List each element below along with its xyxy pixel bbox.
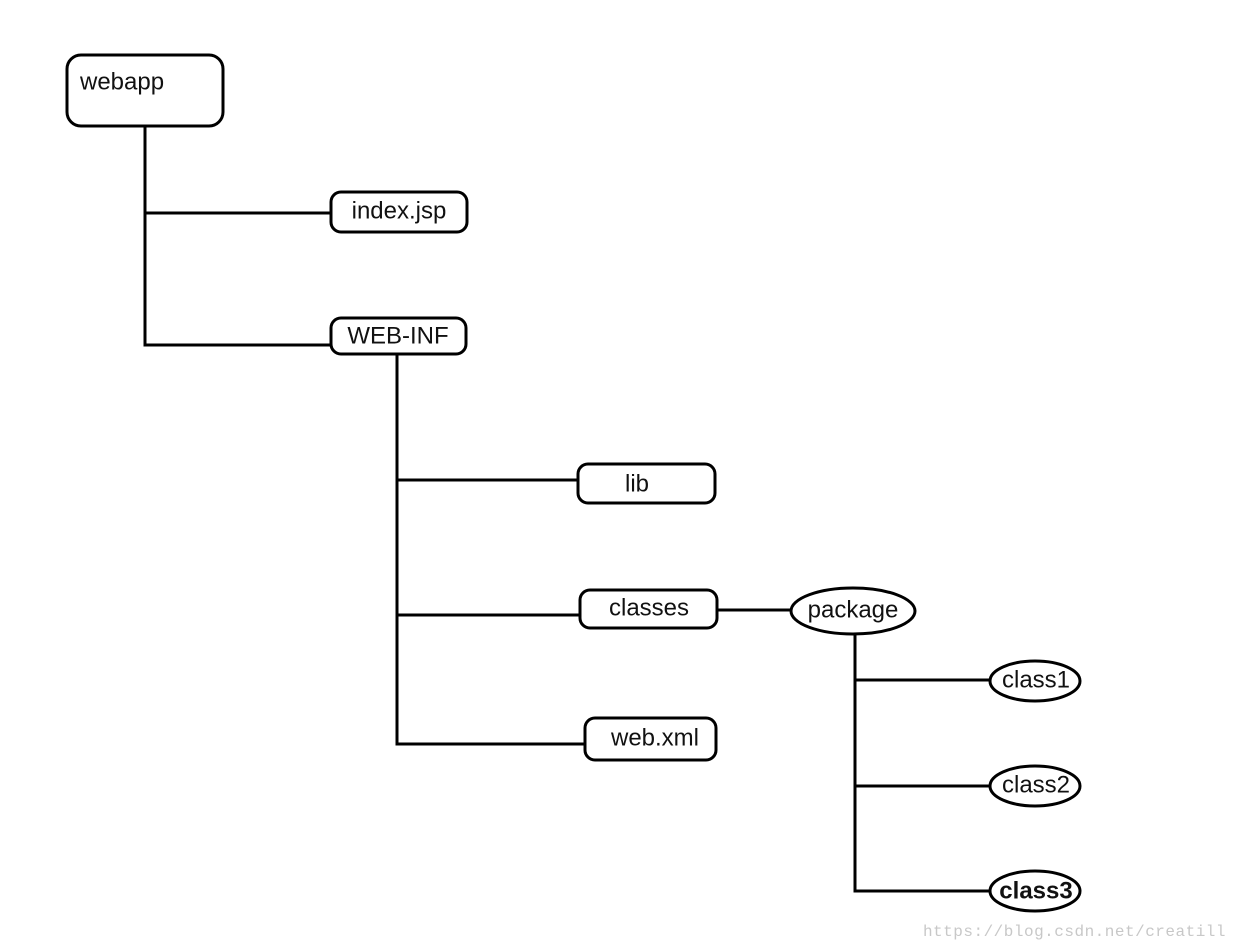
node-package-shape [789, 586, 917, 636]
node-class2-label: class2 [1002, 772, 1070, 799]
node-lib-label: lib [625, 471, 649, 498]
node-web-inf-box [329, 316, 468, 356]
node-class3-label: class3 [999, 878, 1072, 905]
node-package-label: package [808, 597, 899, 624]
node-package: package [789, 586, 917, 636]
node-classes-label: classes [609, 595, 689, 622]
node-index-jsp-box [329, 190, 469, 234]
node-web-xml-label: web.xml [610, 725, 699, 752]
node-webapp-label: webapp [79, 69, 164, 96]
node-class2-shape [988, 764, 1082, 808]
node-class3-shape [988, 869, 1082, 913]
node-class1-shape [988, 659, 1082, 703]
node-classes-box [578, 588, 719, 630]
node-lib: lib [576, 462, 717, 505]
node-web-xml: web.xml [583, 716, 718, 762]
node-index-jsp: index.jsp [329, 190, 469, 234]
node-web-inf: WEB-INF [329, 316, 468, 356]
node-class2: class2 [988, 764, 1082, 808]
node-webapp: webapp [65, 53, 225, 128]
node-lib-box [576, 462, 717, 505]
node-index-jsp-label: index.jsp [352, 198, 447, 225]
tree-nodes: webapp index.jsp WEB-INF lib classes web… [65, 53, 1082, 913]
node-class1-label: class1 [1002, 667, 1070, 694]
node-class3: class3 [988, 869, 1082, 913]
node-web-inf-label: WEB-INF [347, 323, 448, 350]
watermark-url: https://blog.csdn.net/creatill [922, 923, 1226, 941]
node-classes: classes [578, 588, 719, 630]
node-class1: class1 [988, 659, 1082, 703]
node-webapp-box [65, 53, 225, 128]
node-web-xml-box [583, 716, 718, 762]
tree-edges [143, 126, 993, 893]
